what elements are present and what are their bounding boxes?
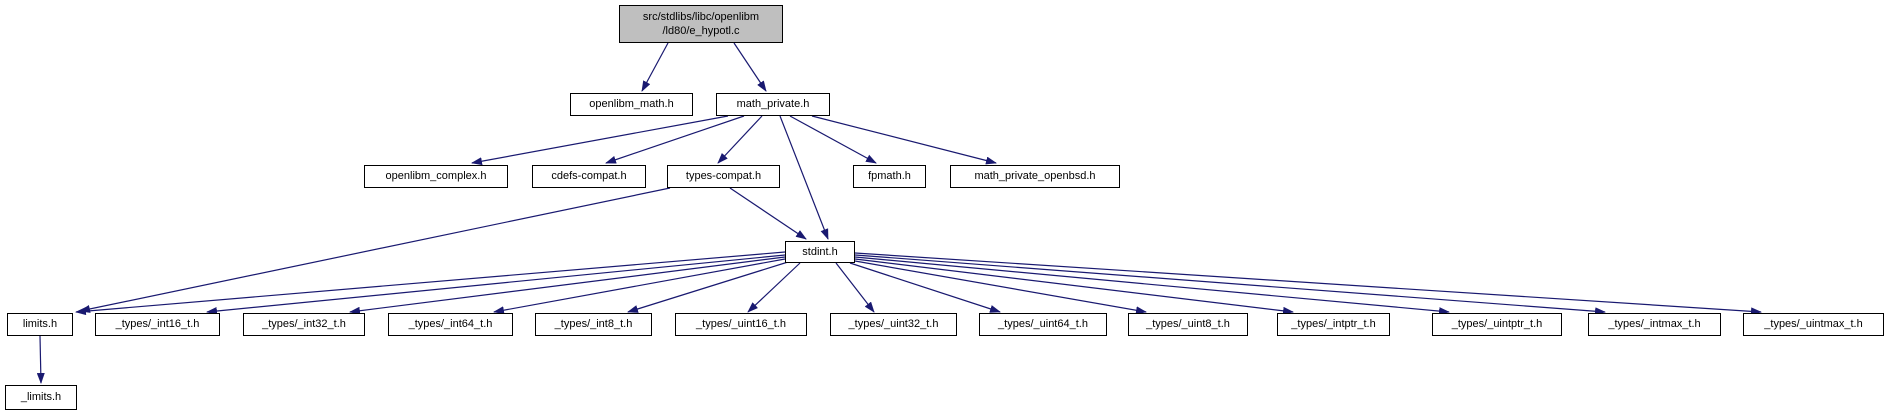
edge-stdint-uint8 bbox=[854, 260, 1147, 315]
node-openlibm-math-h[interactable]: openlibm_math.h bbox=[570, 93, 693, 116]
node-types-uintptr-t-h[interactable]: _types/_uintptr_t.h bbox=[1432, 313, 1562, 336]
node-stdint-h[interactable]: stdint.h bbox=[785, 241, 855, 263]
edge-types-limits bbox=[79, 187, 671, 313]
edge-mp-types-compat bbox=[717, 115, 763, 164]
edge-mp-fpmath bbox=[789, 115, 877, 164]
node-openlibm-complex-h[interactable]: openlibm_complex.h bbox=[364, 165, 508, 188]
edge-stdint-uintptr bbox=[854, 256, 1450, 316]
edge-stdint-limits bbox=[75, 251, 786, 316]
node-types-compat-h[interactable]: types-compat.h bbox=[667, 165, 780, 188]
edge-stdint-intmax bbox=[854, 254, 1606, 316]
edge-stdint-int64 bbox=[493, 258, 786, 315]
edge-mp-openbsd bbox=[811, 115, 997, 165]
edge-types-stdint bbox=[729, 187, 807, 240]
node-types-uint64-t-h[interactable]: _types/_uint64_t.h bbox=[979, 313, 1107, 336]
node-types-int8-t-h[interactable]: _types/_int8_t.h bbox=[535, 313, 652, 336]
edge-root-openlibm-math bbox=[641, 42, 669, 92]
edge-limits-limits-impl bbox=[36, 335, 45, 384]
node-fpmath-h[interactable]: fpmath.h bbox=[853, 165, 926, 188]
edge-stdint-uint64 bbox=[849, 262, 1001, 313]
node-limits-impl-h[interactable]: _limits.h bbox=[5, 385, 77, 410]
node-types-uint8-t-h[interactable]: _types/_uint8_t.h bbox=[1128, 313, 1248, 336]
node-e-hypotl-c: src/stdlibs/libc/openlibm /ld80/e_hypotl… bbox=[619, 5, 783, 43]
node-types-intmax-t-h[interactable]: _types/_intmax_t.h bbox=[1588, 313, 1721, 336]
edge-stdint-uint16 bbox=[747, 262, 801, 313]
edge-stdint-uint32 bbox=[835, 262, 875, 313]
node-types-int16-t-h[interactable]: _types/_int16_t.h bbox=[95, 313, 220, 336]
edge-mp-stdint bbox=[779, 115, 829, 240]
node-math-private-openbsd-h[interactable]: math_private_openbsd.h bbox=[950, 165, 1120, 188]
edge-stdint-intptr bbox=[854, 258, 1294, 315]
node-types-int32-t-h[interactable]: _types/_int32_t.h bbox=[243, 313, 365, 336]
edge-stdint-int8 bbox=[627, 261, 789, 313]
node-types-uint16-t-h[interactable]: _types/_uint16_t.h bbox=[675, 313, 807, 336]
edge-stdint-int32 bbox=[349, 256, 786, 315]
node-cdefs-compat-h[interactable]: cdefs-compat.h bbox=[532, 165, 646, 188]
node-types-intptr-t-h[interactable]: _types/_intptr_t.h bbox=[1277, 313, 1390, 336]
edge-stdint-int16 bbox=[206, 254, 786, 315]
node-types-uint32-t-h[interactable]: _types/_uint32_t.h bbox=[830, 313, 957, 336]
edge-mp-openlibm-complex bbox=[471, 115, 729, 166]
edge-mp-cdefs-compat bbox=[605, 115, 745, 164]
node-math-private-h[interactable]: math_private.h bbox=[716, 93, 830, 116]
node-types-int64-t-h[interactable]: _types/_int64_t.h bbox=[388, 313, 513, 336]
node-limits-h[interactable]: limits.h bbox=[7, 313, 73, 336]
edge-stdint-uintmax bbox=[854, 252, 1762, 316]
edge-root-math-private bbox=[733, 42, 767, 92]
node-types-uintmax-t-h[interactable]: _types/_uintmax_t.h bbox=[1743, 313, 1884, 336]
